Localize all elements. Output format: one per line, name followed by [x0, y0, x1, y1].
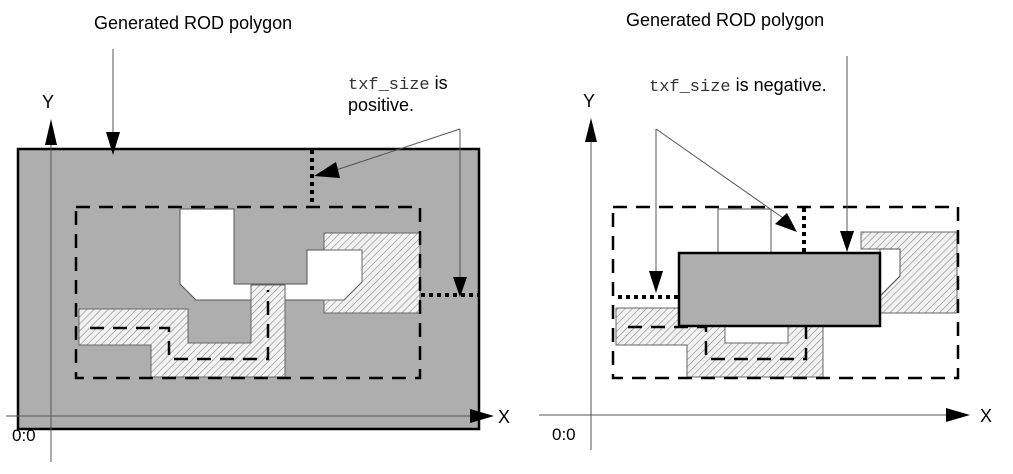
right-y-label: Y: [583, 91, 595, 111]
right-y-arrow-icon: [585, 118, 597, 142]
left-annotation-arrow-diag-icon: [314, 162, 340, 178]
right-annotation-arrow-diag-icon: [775, 213, 797, 232]
right-origin-label: 0:0: [552, 425, 576, 444]
right-outer-dashed-boundary: [611, 205, 960, 380]
left-title-arrow-icon: [106, 132, 120, 155]
left-annotation-rest: is: [430, 73, 448, 93]
right-panel: Generated ROD polygon Y X 0:0 txf_size i…: [539, 10, 992, 450]
left-annotation-pointer-diag: [335, 128, 461, 171]
left-title: Generated ROD polygon: [94, 13, 292, 33]
left-annotation: txf_size is: [348, 73, 448, 95]
right-title-arrow-icon: [840, 231, 854, 252]
left-y-arrow-icon: [45, 119, 57, 145]
left-hatched-shape-right: [323, 232, 421, 314]
right-annotation-arrow-left-icon: [649, 271, 663, 293]
left-annotation-arrow-right-icon: [453, 277, 467, 297]
right-annotation-rest: is negative.: [731, 75, 827, 95]
right-x-arrow-icon: [946, 408, 970, 422]
right-annotation-mono: txf_size: [649, 78, 731, 97]
left-hatched-shape-bottom: [78, 284, 286, 378]
left-annotation-line2: positive.: [348, 95, 414, 115]
left-panel: Generated ROD polygon Y X 0:0 txf_size i…: [6, 13, 510, 462]
left-outer-dashed-boundary: [74, 205, 422, 380]
left-annotation-mono: txf_size: [348, 76, 430, 95]
left-x-label: X: [498, 407, 510, 427]
right-white-shape-top: [717, 208, 772, 255]
left-y-label: Y: [42, 92, 54, 112]
left-x-arrow-icon: [470, 409, 494, 423]
right-annotation: txf_size is negative.: [649, 75, 827, 97]
right-title: Generated ROD polygon: [626, 10, 824, 30]
left-inner-dashed-path: [90, 290, 270, 361]
right-rod-polygon: [677, 251, 882, 328]
right-annotation-pointer-diag: [655, 128, 787, 221]
left-origin-label: 0:0: [12, 426, 36, 445]
right-x-label: X: [980, 406, 992, 426]
